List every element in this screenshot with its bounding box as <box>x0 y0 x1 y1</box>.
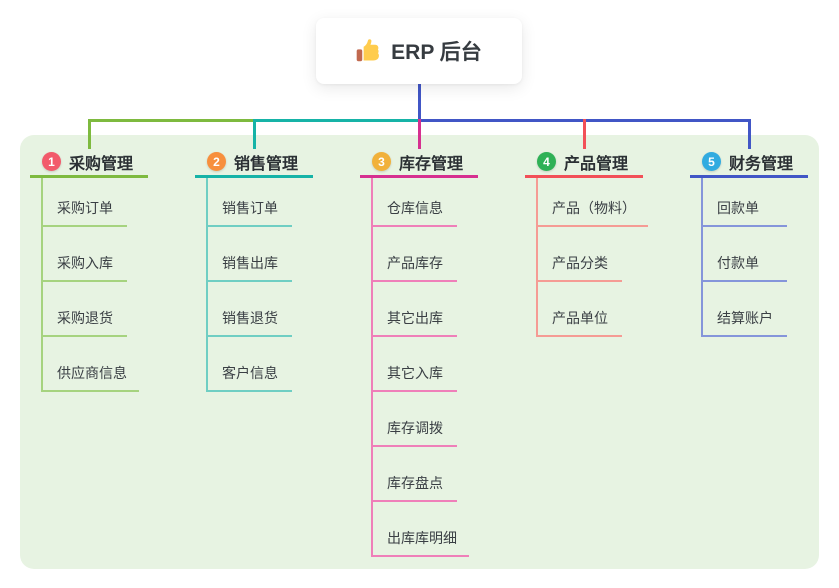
branch-title: 产品管理 <box>564 155 629 173</box>
child-node-label[interactable]: 回款单 <box>703 198 787 227</box>
child-node-label[interactable]: 产品单位 <box>538 308 622 337</box>
child-node: 客户信息 <box>208 337 335 392</box>
branch-column: 5 财务管理 回款单 付款单 结算账户 <box>690 148 830 337</box>
child-node: 采购退货 <box>43 282 170 337</box>
branch-title: 库存管理 <box>399 155 464 173</box>
child-node-label[interactable]: 采购订单 <box>43 198 127 227</box>
child-node: 产品库存 <box>373 227 500 282</box>
connector-drop-4 <box>582 119 586 149</box>
branch-title: 采购管理 <box>69 155 134 173</box>
child-node-label[interactable]: 结算账户 <box>703 308 787 337</box>
child-node-label[interactable]: 其它入库 <box>373 363 457 392</box>
branch-number-badge: 2 <box>207 152 226 171</box>
child-node: 供应商信息 <box>43 337 170 392</box>
child-node-label[interactable]: 采购退货 <box>43 308 127 337</box>
child-node: 其它出库 <box>373 282 500 337</box>
branch-number-badge: 5 <box>702 152 721 171</box>
connector-drop-3 <box>417 119 421 149</box>
child-node-label[interactable]: 采购入库 <box>43 253 127 282</box>
child-node: 出库库明细 <box>373 502 500 557</box>
child-node: 销售订单 <box>208 178 335 227</box>
child-node: 产品单位 <box>538 282 665 337</box>
branch-column: 2 销售管理 销售订单 销售出库 销售退货 客户信息 <box>195 148 335 392</box>
branch-children: 产品（物料） 产品分类 产品单位 <box>536 178 665 337</box>
child-node-label[interactable]: 客户信息 <box>208 363 292 392</box>
child-node: 销售出库 <box>208 227 335 282</box>
child-node: 产品分类 <box>538 227 665 282</box>
connector-bus-left <box>89 119 254 122</box>
branch-header-2[interactable]: 2 销售管理 <box>195 148 313 178</box>
connector-drop-5 <box>747 119 751 149</box>
branch-column: 4 产品管理 产品（物料） 产品分类 产品单位 <box>525 148 665 337</box>
child-node: 其它入库 <box>373 337 500 392</box>
branch-number-badge: 1 <box>42 152 61 171</box>
child-node: 产品（物料） <box>538 178 665 227</box>
child-node-label[interactable]: 产品（物料） <box>538 198 648 227</box>
child-node: 付款单 <box>703 227 830 282</box>
child-node: 结算账户 <box>703 282 830 337</box>
connector-drop-1 <box>87 119 91 149</box>
branches-panel <box>20 135 819 569</box>
child-node-label[interactable]: 出库库明细 <box>373 528 469 557</box>
child-node: 库存盘点 <box>373 447 500 502</box>
child-node-label[interactable]: 销售退货 <box>208 308 292 337</box>
branch-header-3[interactable]: 3 库存管理 <box>360 148 478 178</box>
child-node-label[interactable]: 库存调拨 <box>373 418 457 447</box>
child-node-label[interactable]: 供应商信息 <box>43 363 139 392</box>
connector-bus-mid <box>254 119 419 122</box>
branch-column: 1 采购管理 采购订单 采购入库 采购退货 供应商信息 <box>30 148 170 392</box>
child-node-label[interactable]: 其它出库 <box>373 308 457 337</box>
child-node-label[interactable]: 库存盘点 <box>373 473 457 502</box>
thumbs-up-icon <box>356 38 381 64</box>
branch-children: 采购订单 采购入库 采购退货 供应商信息 <box>41 178 170 392</box>
child-node: 仓库信息 <box>373 178 500 227</box>
branch-number-badge: 4 <box>537 152 556 171</box>
branch-children: 仓库信息 产品库存 其它出库 其它入库 库存调拨 库存盘点 出库库明细 <box>371 178 500 557</box>
connector-root-vertical <box>417 84 421 122</box>
connector-drop-2 <box>252 119 256 149</box>
child-node: 库存调拨 <box>373 392 500 447</box>
branch-title: 销售管理 <box>234 155 299 173</box>
branch-number-badge: 3 <box>372 152 391 171</box>
branch-header-1[interactable]: 1 采购管理 <box>30 148 148 178</box>
branch-children: 销售订单 销售出库 销售退货 客户信息 <box>206 178 335 392</box>
branch-header-5[interactable]: 5 财务管理 <box>690 148 808 178</box>
root-title: ERP 后台 <box>391 41 482 64</box>
child-node-label[interactable]: 仓库信息 <box>373 198 457 227</box>
branch-header-4[interactable]: 4 产品管理 <box>525 148 643 178</box>
child-node: 销售退货 <box>208 282 335 337</box>
child-node: 回款单 <box>703 178 830 227</box>
branch-column: 3 库存管理 仓库信息 产品库存 其它出库 其它入库 库存调拨 库存盘点 出库库… <box>360 148 500 557</box>
child-node-label[interactable]: 产品库存 <box>373 253 457 282</box>
child-node-label[interactable]: 产品分类 <box>538 253 622 282</box>
branch-title: 财务管理 <box>729 155 794 173</box>
root-node[interactable]: ERP 后台 <box>316 18 522 84</box>
branch-children: 回款单 付款单 结算账户 <box>701 178 830 337</box>
child-node-label[interactable]: 销售订单 <box>208 198 292 227</box>
child-node: 采购入库 <box>43 227 170 282</box>
child-node-label[interactable]: 付款单 <box>703 253 787 282</box>
child-node-label[interactable]: 销售出库 <box>208 253 292 282</box>
child-node: 采购订单 <box>43 178 170 227</box>
